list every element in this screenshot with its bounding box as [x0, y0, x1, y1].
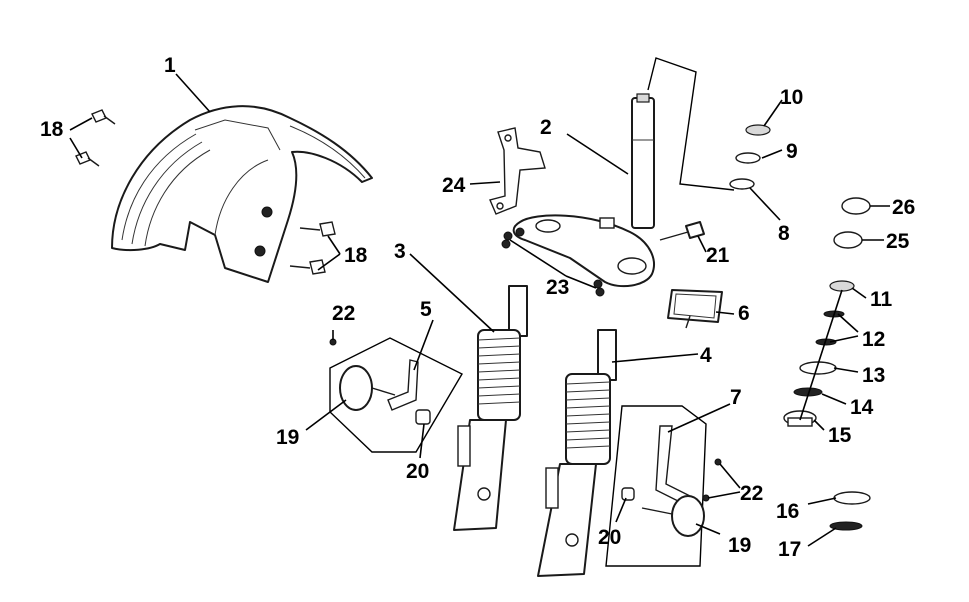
reflector-left — [339, 365, 396, 411]
callout-11: 11 — [870, 288, 893, 311]
callout-10: 10 — [780, 86, 803, 109]
stem-hardware-connector — [647, 57, 735, 191]
callout-18-left: 18 — [40, 118, 64, 141]
callout-6: 6 — [738, 302, 750, 325]
reflector-right — [641, 495, 705, 537]
callout-12: 12 — [862, 328, 885, 351]
fender-bolt-right-upper — [299, 221, 336, 237]
callout-20-right: 20 — [598, 526, 621, 549]
callout-15: 15 — [828, 424, 852, 447]
callout-1: 1 — [164, 54, 176, 77]
stem-bolt — [659, 221, 705, 241]
nut-left — [415, 409, 431, 425]
callout-labels: 1 2 3 4 5 6 7 8 9 10 11 12 13 14 15 16 1… — [40, 54, 915, 561]
callout-24: 24 — [442, 174, 466, 197]
fork-leg-left — [453, 285, 528, 531]
callout-9: 9 — [786, 140, 798, 163]
steering-stem — [631, 93, 655, 229]
bearing-race-lower — [833, 231, 863, 249]
callout-16: 16 — [776, 500, 799, 523]
fender-bolt-right-lower — [289, 259, 326, 275]
clamp-bolts — [501, 227, 605, 297]
top-cone — [829, 280, 855, 292]
reflector-bracket-left — [387, 359, 419, 411]
leader-lines — [69, 73, 890, 547]
right-subassembly-frame — [605, 405, 707, 567]
callout-20-left: 20 — [406, 460, 429, 483]
callout-14: 14 — [850, 396, 874, 419]
callout-2: 2 — [540, 116, 552, 139]
triple-clamp — [512, 214, 655, 288]
callout-25: 25 — [886, 230, 910, 253]
nut-right — [621, 487, 635, 501]
callout-8: 8 — [778, 222, 790, 245]
callout-4: 4 — [700, 344, 712, 367]
adjust-nut — [729, 178, 755, 190]
lock-nut — [745, 124, 771, 136]
bracket — [489, 127, 546, 215]
emblem-plate — [667, 289, 723, 329]
lower-bearing-ring — [829, 521, 863, 531]
stack-axis — [799, 289, 843, 421]
callout-7: 7 — [730, 386, 742, 409]
fender-bolt-upper-left — [91, 109, 116, 125]
reflector-bracket-right — [655, 425, 692, 505]
callout-22-left: 22 — [332, 302, 355, 325]
callout-5: 5 — [420, 298, 432, 321]
front-fender — [111, 105, 373, 283]
callout-19-right: 19 — [728, 534, 751, 557]
dust-seal — [833, 491, 871, 505]
callout-3: 3 — [394, 240, 406, 263]
callout-13: 13 — [862, 364, 885, 387]
bearing-race-upper — [841, 197, 871, 215]
washer — [735, 152, 761, 164]
fork-leg-right — [537, 329, 617, 577]
callout-22-right: 22 — [740, 482, 763, 505]
callout-23: 23 — [546, 276, 569, 299]
callout-17: 17 — [778, 538, 801, 561]
screw-right-a — [714, 458, 722, 466]
callout-18-right: 18 — [344, 244, 368, 267]
callout-21: 21 — [706, 244, 730, 267]
callout-26: 26 — [892, 196, 915, 219]
callout-19-left: 19 — [276, 426, 299, 449]
